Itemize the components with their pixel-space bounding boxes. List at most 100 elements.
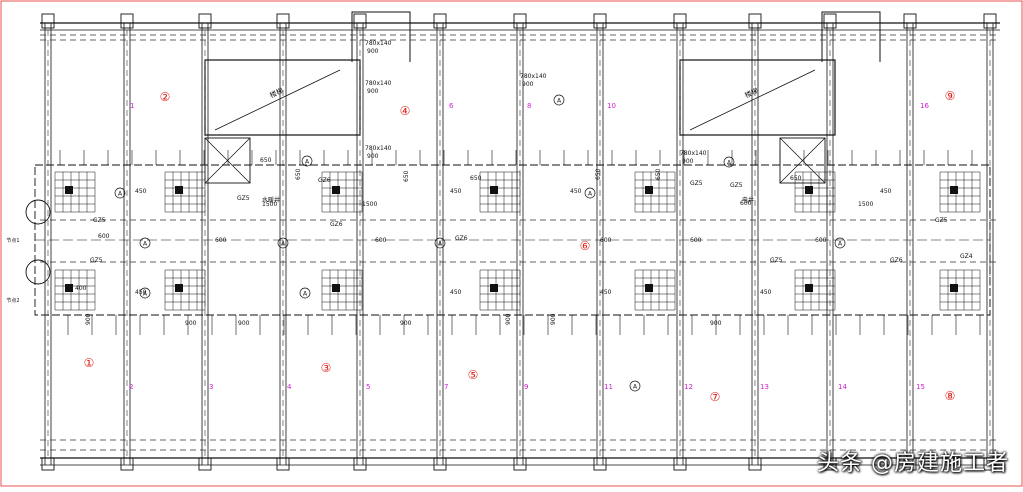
column-cap-top: [41, 13, 55, 29]
column-block: [645, 284, 653, 292]
axis-label: 4: [287, 383, 292, 391]
slab-mark-circle: [277, 237, 289, 249]
dimension-label: 600: [815, 237, 827, 244]
dimension-label: 450: [135, 289, 147, 296]
slab-mark-circle: [723, 156, 735, 168]
beam-dim-label: 900: [367, 153, 379, 160]
dimension-label: 650: [655, 168, 662, 180]
column-block: [332, 186, 340, 194]
column-cap-bottom: [593, 457, 607, 471]
stair-diagonal: [214, 69, 341, 131]
slab-mark-letter: A: [588, 191, 593, 198]
slab-mark-letter: A: [727, 160, 732, 167]
room-label: ③: [321, 361, 332, 375]
bathroom-grid: [321, 269, 363, 311]
gz-label: GZ5: [690, 180, 703, 187]
dimension-label: 900: [550, 313, 557, 325]
axis-label: 3: [209, 383, 213, 391]
dimension-label: 600: [375, 237, 387, 244]
room-label: ⑥: [580, 239, 591, 253]
dimension-label: 900: [185, 320, 197, 327]
dimension-label: 650: [470, 175, 482, 182]
axis-label: 13: [760, 383, 769, 391]
slab-mark-letter: A: [143, 291, 148, 298]
dimension-label: 600: [600, 237, 612, 244]
column-cap-top: [983, 13, 997, 29]
dimension-label: 1500: [362, 201, 377, 208]
gz-label: GZ4: [960, 253, 973, 260]
slab-mark-circle: [434, 237, 446, 249]
dimension-label: 600: [98, 233, 110, 240]
tower-outline: [821, 11, 881, 62]
gz-label: GZ5: [730, 182, 743, 189]
bathroom-grid: [794, 269, 836, 311]
column-cap-bottom: [433, 457, 447, 471]
dimension-label: 1500: [858, 201, 873, 208]
detail-marker-circle: [25, 259, 51, 285]
slab-mark-letter: A: [633, 384, 638, 391]
column-cap-bottom: [673, 457, 687, 471]
dimension-label: 650: [403, 170, 410, 182]
dimension-label: 650: [295, 168, 302, 180]
axis-label: 5: [366, 383, 370, 391]
bathroom-grid: [164, 269, 206, 311]
slab-mark-circle: [834, 237, 846, 249]
beam-dim-label: 900: [522, 81, 534, 88]
gz-label: GZ5: [90, 257, 103, 264]
slab-mark-letter: A: [438, 241, 443, 248]
column-cap-bottom: [983, 457, 997, 471]
bathroom-grid: [634, 269, 676, 311]
column-cap-bottom: [903, 457, 917, 471]
room-label: ⑤: [468, 368, 479, 382]
column-block: [950, 284, 958, 292]
dimension-label: 600: [690, 237, 702, 244]
beam-dim-label: 900: [367, 88, 379, 95]
dimension-label: 450: [600, 289, 612, 296]
bathroom-grid: [479, 269, 521, 311]
slab-mark-circle: [139, 287, 151, 299]
column-block: [175, 284, 183, 292]
tower-outline: [351, 11, 411, 62]
slab-mark-circle: [629, 380, 641, 392]
column-cap-bottom: [198, 457, 212, 471]
gz-label: GZ5: [237, 195, 250, 202]
column-block: [175, 186, 183, 194]
dimension-label: 450: [450, 289, 462, 296]
slab-mark-circle: [299, 287, 311, 299]
dimension-label: 450: [760, 289, 772, 296]
beam-dim-label: 780x140: [365, 40, 392, 47]
axis-label: 6: [449, 102, 454, 110]
wall-layer: [25, 11, 1000, 471]
gz-label: GZ5: [770, 257, 783, 264]
bathroom-grid: [479, 171, 521, 213]
column-block: [65, 186, 73, 194]
axis-label: 12: [684, 383, 693, 391]
gz-label: GZ6: [330, 221, 343, 228]
room-label: ⑨: [945, 89, 956, 103]
gz-label: GZ6: [890, 257, 903, 264]
slab-mark-letter: A: [281, 241, 286, 248]
bathroom-grid: [634, 171, 676, 213]
detail-marker-label: 节点2: [6, 298, 19, 304]
well-label: 水暖井: [262, 196, 280, 204]
column-cap-bottom: [41, 457, 55, 471]
slab-mark-letter: A: [303, 291, 308, 298]
beam-dim-label: 900: [682, 158, 694, 165]
dimension-label: 650: [260, 157, 272, 164]
gz-label: GZ5: [93, 217, 106, 224]
bathroom-grid: [939, 269, 981, 311]
column-block: [490, 284, 498, 292]
column-cap-top: [823, 13, 837, 29]
detail-marker-circle: [25, 199, 51, 225]
dimension-label: 900: [505, 313, 512, 325]
column-cap-bottom: [513, 457, 527, 471]
room-label: ②: [160, 90, 171, 104]
room-label: ⑦: [710, 390, 721, 404]
slab-mark-circle: [553, 94, 565, 106]
column-cap-top: [198, 13, 212, 29]
dimension-label: 1500: [262, 201, 277, 208]
slab-mark-circle: [139, 237, 151, 249]
stair-enclosure: [204, 59, 361, 136]
